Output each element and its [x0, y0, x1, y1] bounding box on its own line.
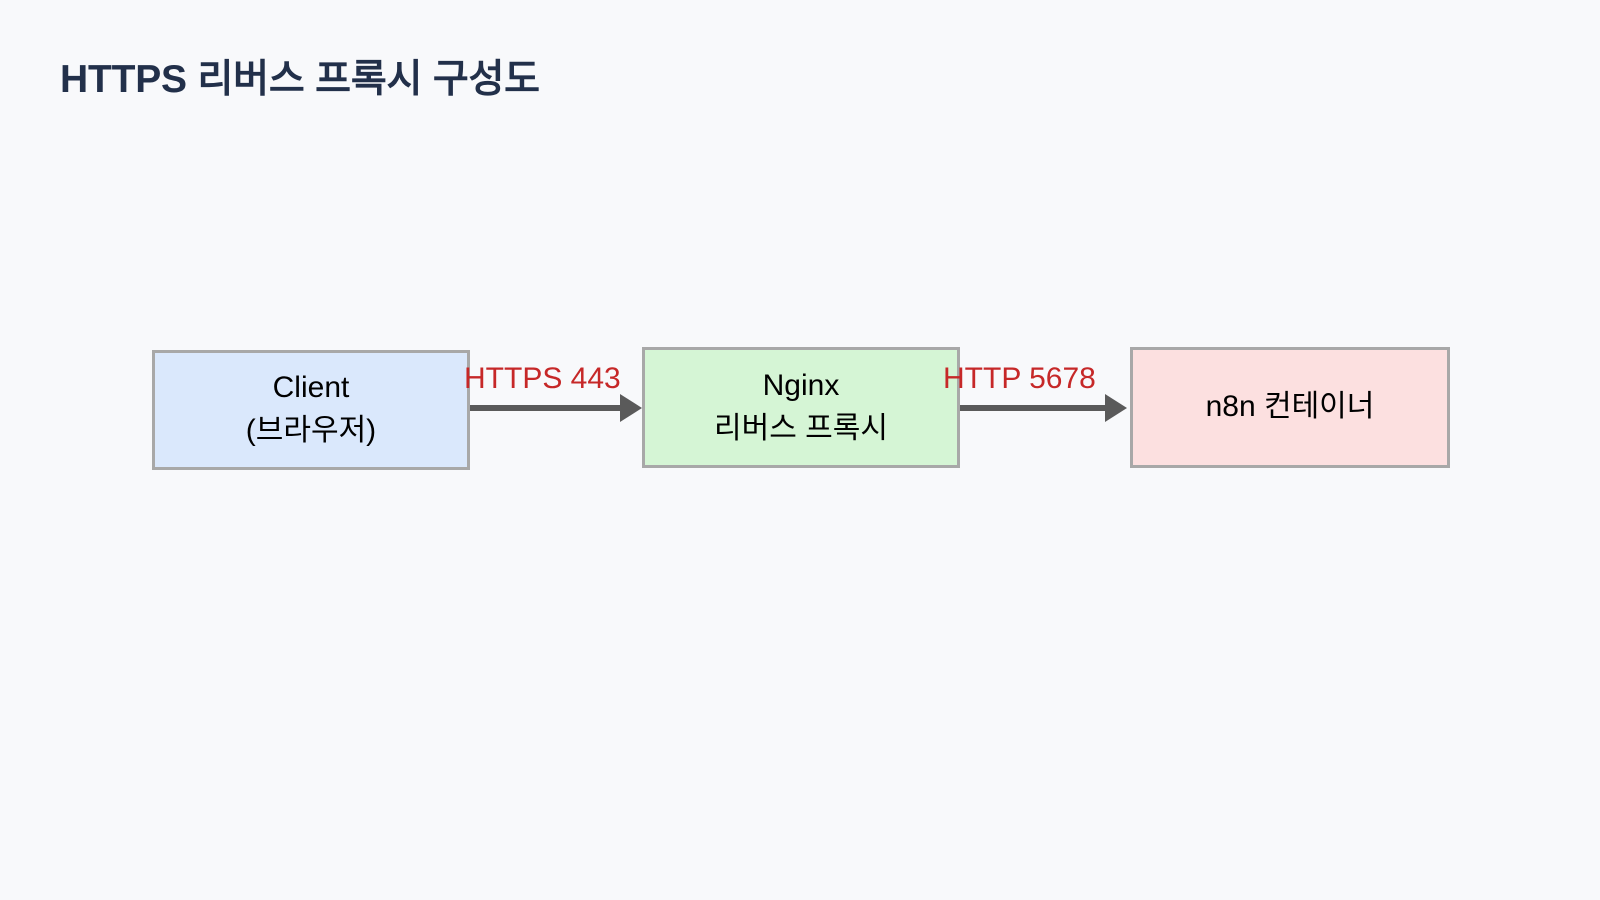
edge-label-http-5678: HTTP 5678: [943, 362, 1096, 395]
node-nginx-label-line2: 리버스 프록시: [714, 411, 888, 445]
node-nginx-label-line1: Nginx: [762, 368, 840, 402]
diagram-node-n8n-container[interactable]: n8n 컨테이너: [1130, 347, 1450, 468]
edge-label-https-443: HTTPS 443: [464, 362, 621, 395]
node-client-label-line2: (브라우저): [245, 414, 377, 447]
arrow-right-icon: [460, 394, 642, 422]
page-title: HTTPS 리버스 프록시 구성도: [60, 58, 540, 101]
diagram-node-nginx[interactable]: Nginx 리버스 프록시: [642, 347, 960, 468]
diagram-edge-client-to-nginx: [460, 388, 645, 428]
diagram-edge-nginx-to-n8n: [945, 388, 1130, 428]
node-client-label-line1: Client: [272, 371, 350, 405]
diagram-node-client[interactable]: Client (브라우저): [152, 350, 470, 470]
arrow-right-icon: [945, 394, 1127, 422]
node-n8n-label-line1: n8n 컨테이너: [1205, 390, 1375, 424]
